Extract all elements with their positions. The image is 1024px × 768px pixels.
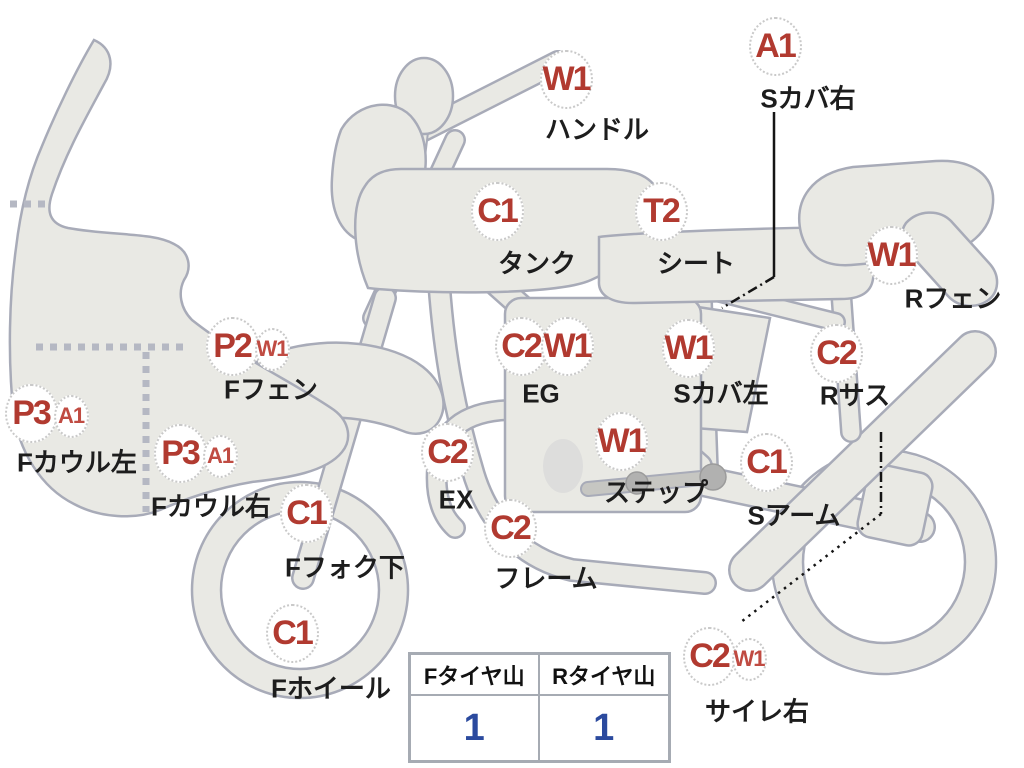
part-codes-side-cover-left: W1 [661,318,715,378]
part-codes-front-wheel: C1 [265,603,319,663]
part-label-side-cover-right: Sカバ右 [760,83,856,114]
condition-code-badge: W1 [254,327,290,371]
part-codes-tank: C1 [470,181,524,241]
condition-code-badge: A1 [53,394,89,438]
part-label-seat: シート [656,248,736,279]
condition-code-badge: W1 [540,316,594,376]
condition-code-badge: W1 [731,637,767,681]
part-label-front-cowl-right: Fカウル右 [151,491,271,522]
part-codes-step: W1 [594,411,648,471]
part-label-silencer-right: サイレ右 [704,696,810,727]
condition-code-badge: W1 [594,411,648,471]
part-label-step: ステップ [603,477,709,508]
condition-code-badge: C2 [809,323,863,383]
part-label-exhaust: EX [438,484,474,515]
condition-code-badge: C2 [420,422,474,482]
part-label-side-cover-left: Sカバ左 [673,378,769,409]
muffler-shape [728,330,997,592]
rear-tire-header: Rタイヤ山 [552,663,656,689]
condition-code-badge: A1 [748,16,802,76]
condition-code-badge: A1 [202,434,238,478]
condition-code-badge: P2 [205,316,259,376]
leader-line-silencer-right [740,432,883,623]
part-label-rear-fender: Rフェン [904,283,1002,314]
step-shape [580,463,727,497]
condition-code-badge: C1 [265,603,319,663]
tire-tread-table: Fタイヤ山 Rタイヤ山 1 1 [408,652,671,763]
front-cowl-shape [8,38,350,518]
condition-code-badge: T2 [634,181,688,241]
part-codes-handlebar: W1 [539,49,593,109]
part-codes-seat: T2 [634,181,688,241]
part-codes-rear-suspension: C2 [809,323,863,383]
condition-code-badge: C2 [483,498,537,558]
condition-code-badge: C1 [470,181,524,241]
cowl-fold-lines [10,200,190,512]
part-label-handlebar: ハンドル [544,114,650,145]
part-label-front-fender: Fフェン [224,374,318,405]
condition-code-badge: C1 [739,432,793,492]
part-codes-swing-arm: C1 [739,432,793,492]
part-label-front-fork-lower: Fフォク下 [285,552,405,583]
part-codes-frame: C2 [483,498,537,558]
front-tire-header: Fタイヤ山 [411,655,540,694]
condition-code-badge: P3 [4,383,58,443]
part-codes-exhaust: C2 [420,422,474,482]
part-label-engine: EG [522,378,560,409]
part-label-front-wheel: Fホイール [271,673,391,704]
leader-line-s-cover-right [721,112,776,310]
part-label-rear-suspension: Rサス [819,380,891,411]
part-label-front-cowl-left: Fカウル左 [17,447,137,478]
condition-code-badge: W1 [864,225,918,285]
condition-code-badge: W1 [539,49,593,109]
part-codes-front-fork-lower: C1 [279,483,333,543]
condition-code-badge: P3 [153,423,207,483]
part-label-frame: フレーム [494,563,598,594]
part-label-swing-arm: Sアーム [747,500,841,531]
part-label-tank: タンク [497,248,577,279]
front-tire-tread-value: 1 [411,696,540,760]
rear-tire-tread-value: 1 [593,706,615,749]
condition-code-badge: C2 [494,316,548,376]
condition-code-badge: W1 [661,318,715,378]
condition-code-badge: C2 [682,626,736,686]
part-codes-rear-fender: W1 [864,225,918,285]
part-codes-side-cover-right: A1 [748,16,802,76]
condition-code-badge: C1 [279,483,333,543]
